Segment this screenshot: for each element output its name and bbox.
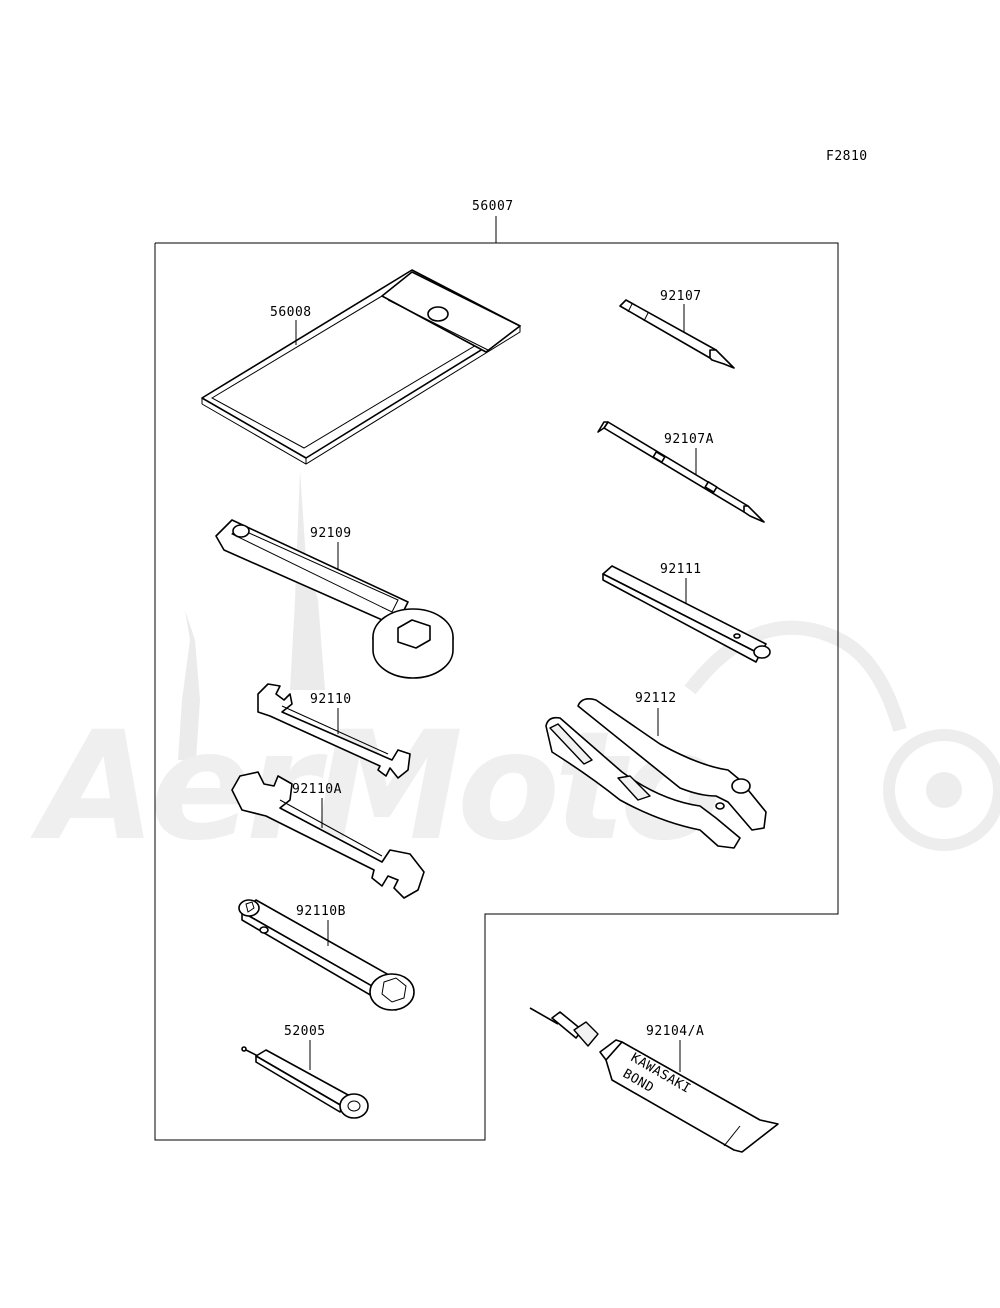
label-52005[interactable]: 52005 bbox=[284, 1024, 326, 1039]
wrench-large[interactable] bbox=[231, 771, 425, 899]
tube-cap-icon bbox=[573, 1021, 599, 1047]
figure-code: F2810 bbox=[826, 149, 868, 164]
label-92110A[interactable]: 92110A bbox=[292, 782, 342, 797]
spark-tool[interactable] bbox=[241, 1046, 369, 1119]
label-92111[interactable]: 92111 bbox=[660, 562, 702, 577]
screwdriver-bit[interactable] bbox=[619, 299, 735, 369]
socket-hex-icon bbox=[381, 977, 407, 1003]
pouch-snap-icon bbox=[427, 306, 449, 322]
screwdriver-double[interactable] bbox=[597, 421, 765, 523]
label-92104A[interactable]: 92104/A bbox=[646, 1024, 704, 1039]
wrench-small[interactable] bbox=[257, 683, 411, 779]
tool-pouch[interactable] bbox=[201, 269, 521, 465]
label-92110B[interactable]: 92110B bbox=[296, 904, 346, 919]
watermark-wheel bbox=[883, 729, 1000, 851]
pliers[interactable] bbox=[545, 698, 767, 849]
label-92110[interactable]: 92110 bbox=[310, 692, 352, 707]
ring-spanner[interactable] bbox=[215, 519, 454, 679]
kit-label[interactable]: 56007 bbox=[472, 199, 514, 214]
label-92107A[interactable]: 92107A bbox=[664, 432, 714, 447]
plier-grip-icon bbox=[549, 723, 593, 765]
label-92112[interactable]: 92112 bbox=[635, 691, 677, 706]
label-92109[interactable]: 92109 bbox=[310, 526, 352, 541]
label-56008[interactable]: 56008 bbox=[270, 305, 312, 320]
watermark: AerMoto bbox=[30, 470, 1000, 874]
hex-socket-icon bbox=[397, 619, 431, 649]
kit-outline bbox=[154, 242, 839, 1141]
label-92107[interactable]: 92107 bbox=[660, 289, 702, 304]
box-wrench[interactable] bbox=[238, 899, 415, 1011]
tube-handle[interactable] bbox=[602, 565, 771, 663]
